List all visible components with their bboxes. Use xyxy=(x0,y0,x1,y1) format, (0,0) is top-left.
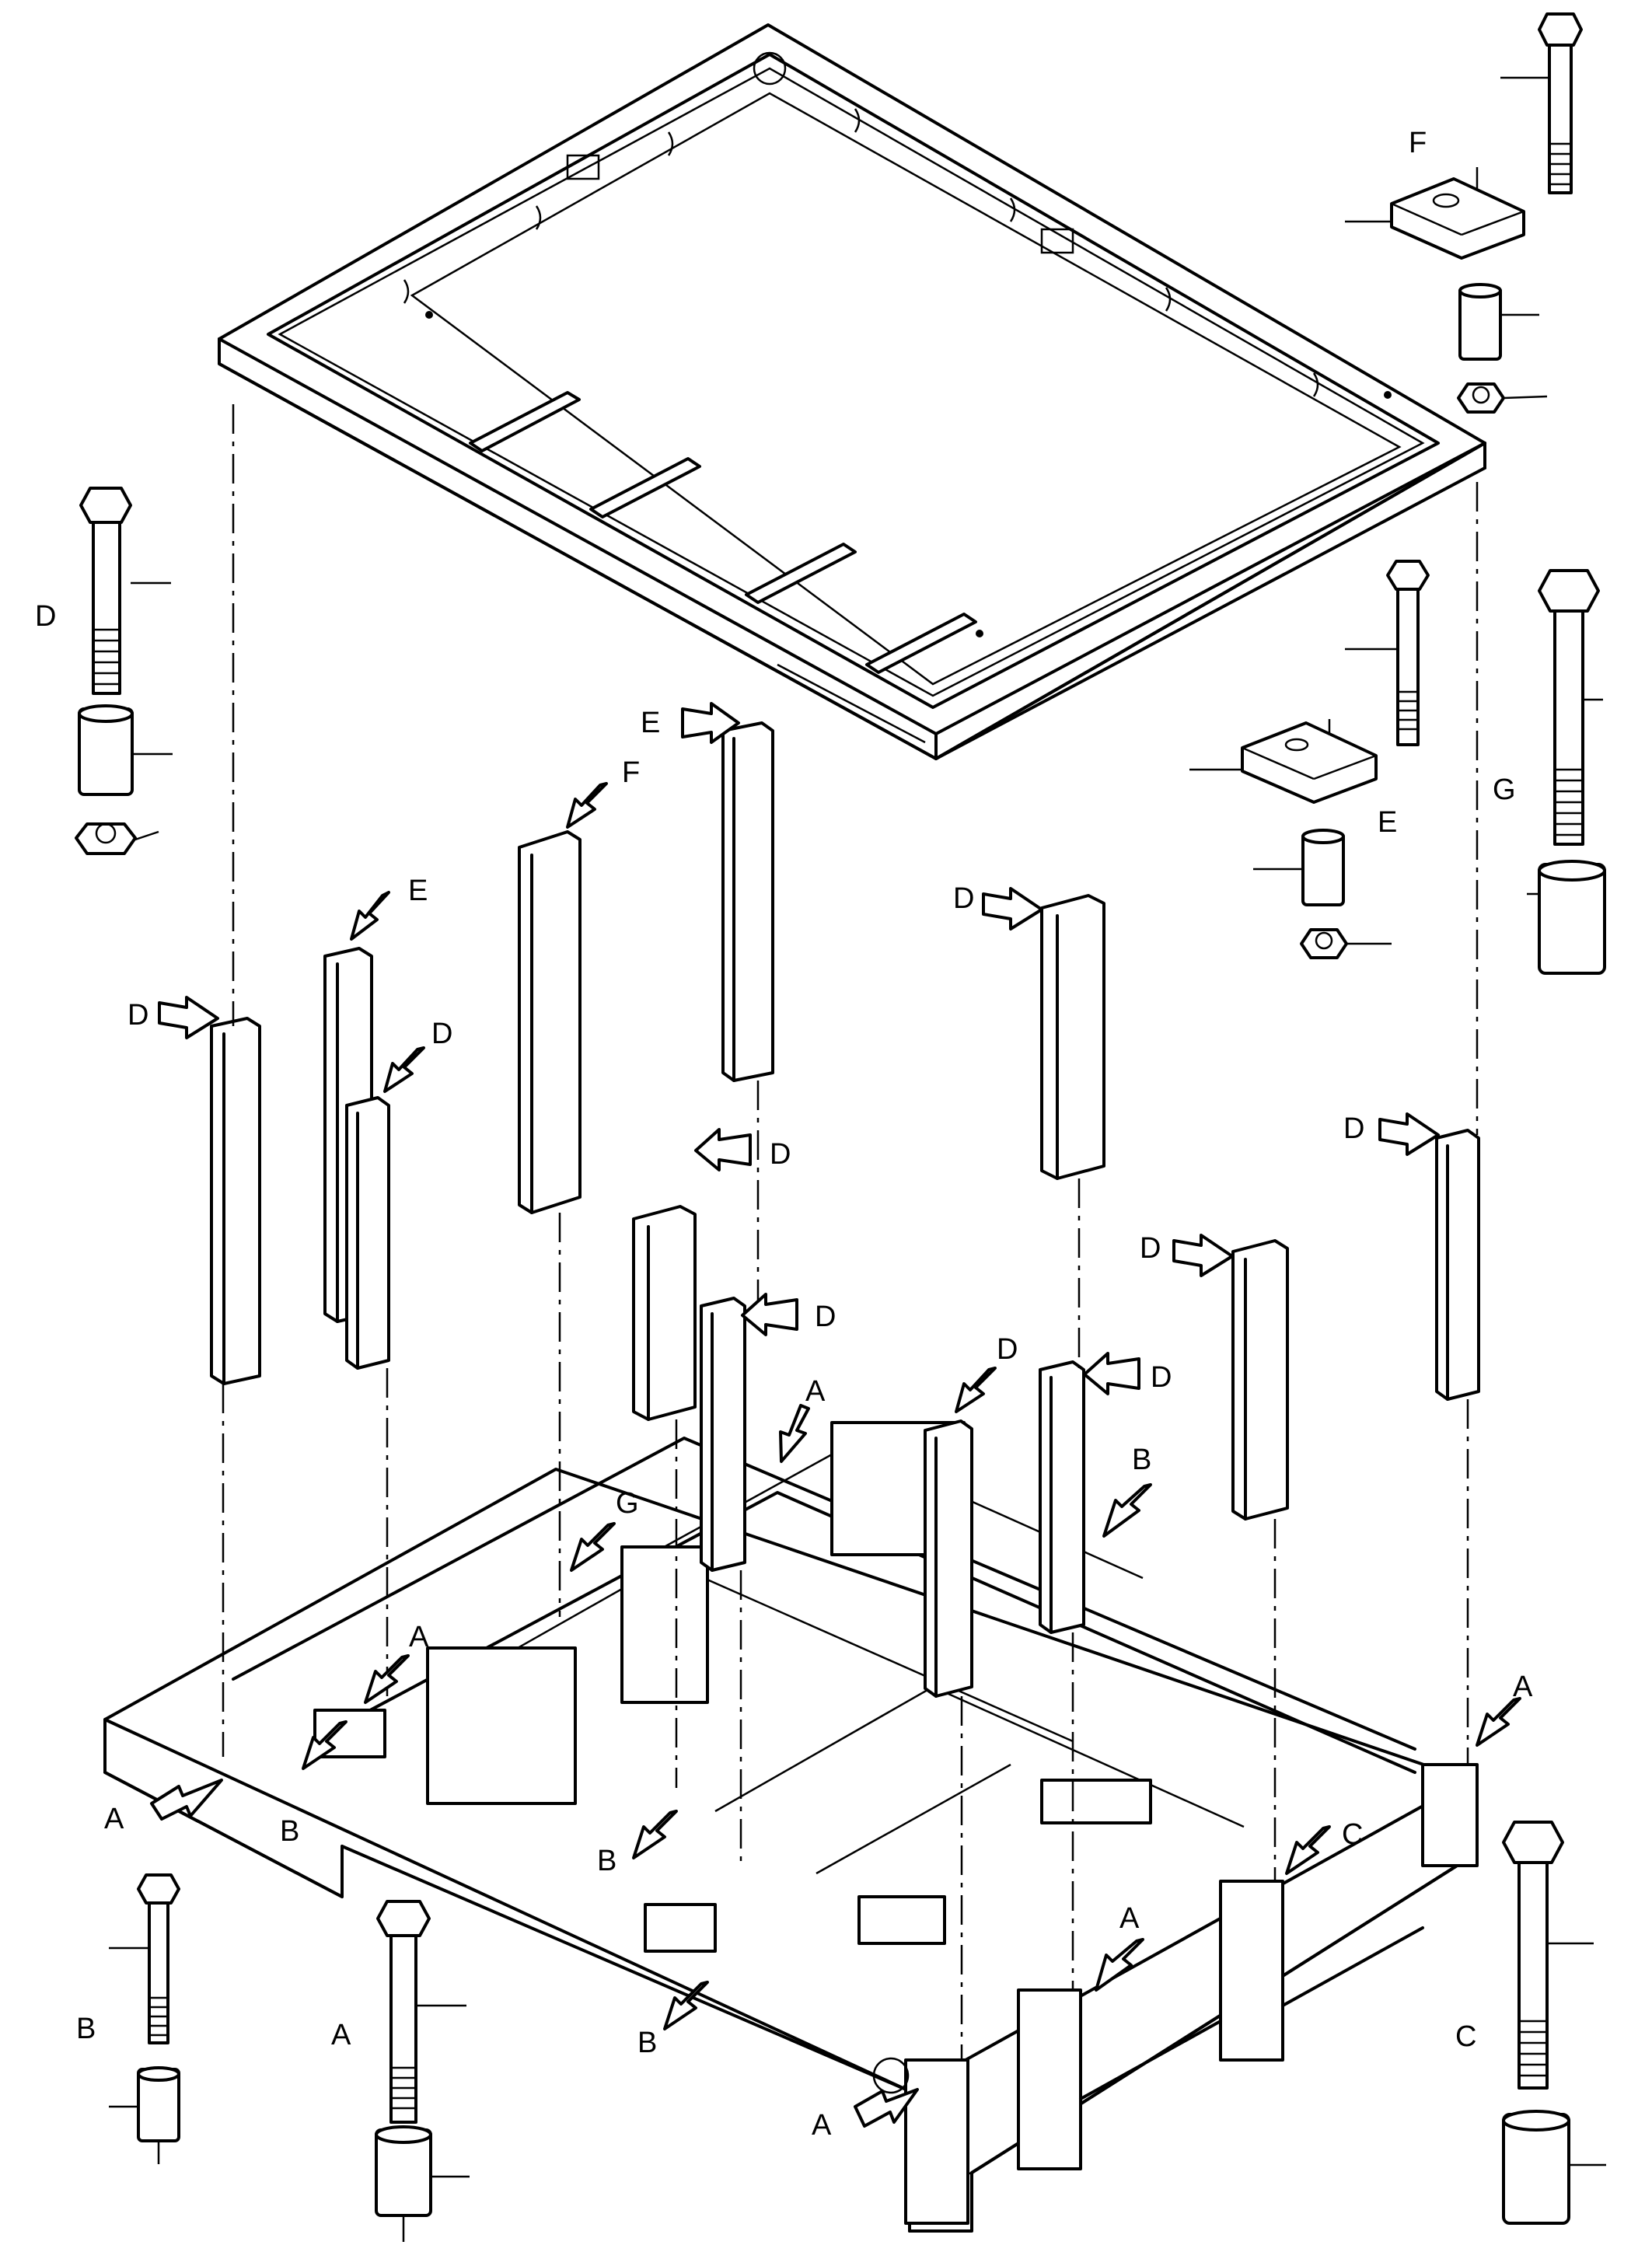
label-d: D xyxy=(997,1333,1018,1366)
fastener-set-g xyxy=(1527,569,1606,975)
callout-arrow-icon xyxy=(632,1810,678,1859)
alignment-lines xyxy=(222,167,1479,2060)
callout-arrow-icon xyxy=(1378,1112,1440,1156)
column-7 xyxy=(700,1297,746,1572)
label-g: G xyxy=(1493,773,1516,806)
label-b: B xyxy=(637,2027,657,2059)
callout-arrow-icon xyxy=(1102,1483,1152,1538)
hex-bolt-icon xyxy=(79,487,132,524)
column-8 xyxy=(1040,894,1105,1180)
label-a: A xyxy=(104,1803,124,1835)
callout-arrow-icon xyxy=(364,1654,410,1704)
callout-arrow-icon xyxy=(1095,1938,1144,1992)
label-c: C xyxy=(1455,2020,1476,2053)
label-d: D xyxy=(431,1018,452,1050)
label-e: E xyxy=(1378,806,1397,839)
column-12 xyxy=(1435,1129,1480,1401)
callout-arrow-icon xyxy=(350,891,390,941)
reference-labels: D D E D F E D D D D D D D F E G A B G A … xyxy=(35,127,1533,2142)
fastener-set-b xyxy=(109,1873,180,2164)
fastener-set-e-right xyxy=(1189,560,1430,959)
callout-arrow-icon xyxy=(302,1720,348,1770)
label-a: A xyxy=(1119,1902,1140,1935)
fastener-set-c xyxy=(1502,1821,1606,2225)
callout-arrow-icon xyxy=(982,887,1043,930)
callout-arrow-icon xyxy=(158,996,219,1039)
hex-bolt-icon xyxy=(1502,1821,1564,1864)
column-3 xyxy=(345,1096,390,1370)
label-a: A xyxy=(1513,1671,1533,1703)
column-6 xyxy=(632,1205,697,1421)
label-a: A xyxy=(409,1621,429,1653)
hex-bolt-icon xyxy=(1386,560,1430,591)
top-frame xyxy=(218,23,1486,760)
hex-bolt-icon xyxy=(1538,569,1600,613)
base-frame xyxy=(103,1421,1479,2233)
column-9 xyxy=(924,1419,973,1698)
clamp-bracket-icon xyxy=(1390,177,1525,260)
hex-nut-icon xyxy=(75,822,137,855)
label-a: A xyxy=(812,2109,832,2142)
fastener-set-d-left xyxy=(75,487,173,855)
label-d: D xyxy=(1140,1232,1161,1265)
callout-arrow-icon xyxy=(663,1981,709,2030)
label-d: D xyxy=(815,1301,836,1333)
column-5 xyxy=(721,721,774,1082)
label-f: F xyxy=(1409,127,1427,159)
column-10 xyxy=(1039,1360,1085,1634)
clamp-bracket-icon xyxy=(1241,721,1378,804)
hex-nut-icon xyxy=(1457,382,1505,414)
label-b: B xyxy=(280,1815,299,1848)
label-d: D xyxy=(770,1138,791,1171)
callout-arrow-icon xyxy=(566,782,608,829)
callout-arrow-icon xyxy=(741,1293,798,1336)
label-e: E xyxy=(641,707,660,739)
callout-arrow-icon xyxy=(570,1522,616,1572)
label-d: D xyxy=(127,999,148,1032)
callout-arrow-icon xyxy=(1083,1352,1140,1395)
label-b: B xyxy=(1132,1444,1151,1476)
fastener-set-a xyxy=(375,1900,470,2242)
callout-arrow-icon xyxy=(1172,1234,1234,1277)
columns xyxy=(210,721,1480,1698)
callout-arrow-icon xyxy=(383,1046,425,1093)
label-d: D xyxy=(953,882,974,915)
column-4 xyxy=(518,830,582,1214)
hex-bolt-icon xyxy=(376,1900,431,1937)
callout-arrow-icon xyxy=(150,1779,223,1821)
column-11 xyxy=(1231,1239,1289,1521)
callout-arrow-icon xyxy=(1285,1825,1331,1875)
callout-arrows xyxy=(150,702,1521,2128)
callout-arrow-icon xyxy=(779,1404,810,1463)
label-d: D xyxy=(35,600,56,633)
callout-arrow-icon xyxy=(694,1128,752,1171)
hex-bolt-icon xyxy=(1538,12,1583,47)
label-a: A xyxy=(331,2019,351,2051)
hex-nut-icon xyxy=(1300,928,1348,959)
fastener-set-f-top-right xyxy=(1345,12,1583,414)
label-d: D xyxy=(1343,1112,1364,1145)
callout-arrow-icon xyxy=(854,2088,919,2128)
label-a: A xyxy=(805,1375,826,1408)
callout-arrow-icon xyxy=(681,702,740,744)
label-b: B xyxy=(76,2013,96,2045)
label-b: B xyxy=(597,1845,616,1877)
label-c: C xyxy=(1342,1818,1363,1851)
callout-arrow-icon xyxy=(1476,1697,1521,1747)
label-g: G xyxy=(616,1487,639,1520)
column-1 xyxy=(210,1017,261,1385)
label-e: E xyxy=(408,875,428,907)
label-d: D xyxy=(1151,1361,1172,1394)
label-f: F xyxy=(622,756,640,789)
callout-arrow-icon xyxy=(955,1367,997,1413)
hex-bolt-icon xyxy=(137,1873,180,1905)
